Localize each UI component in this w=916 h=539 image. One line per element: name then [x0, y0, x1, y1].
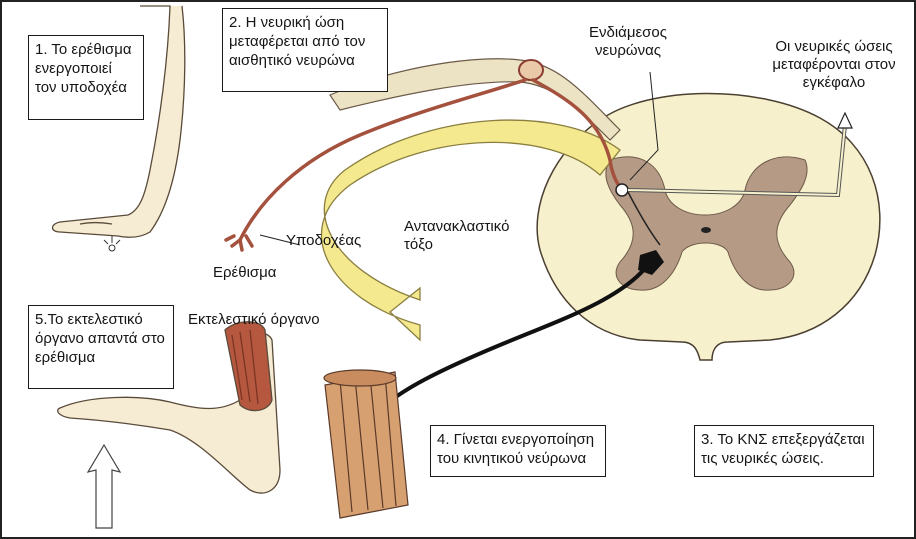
receptor-label: Υποδοχέας: [286, 232, 361, 250]
step1-box: 1. Το ερέθισμα ενεργοποιεί τον υποδοχέα: [28, 35, 144, 120]
stimulus-label: Ερέθισμα: [213, 264, 276, 282]
step2-box: 2. Η νευρική ώση μεταφέρεται από τον αισ…: [222, 8, 388, 92]
effector-label: Εκτελεστικό όργανο: [188, 311, 320, 329]
stimulus-point-icon: [104, 236, 120, 251]
stimulus-response-arrow: [88, 445, 120, 528]
muscle-bundle: [324, 370, 408, 518]
step4-box: 4. Γίνεται ενεργοποίηση του κινητικού νε…: [430, 425, 606, 477]
to-brain-label: Οι νευρικές ώσεις μεταφέρονται στον εγκέ…: [758, 38, 910, 92]
step5-box: 5.Το εκτελεστικό όργανο απαντά στο ερέθι…: [28, 305, 174, 389]
step3-box: 3. Το ΚΝΣ επεξεργάζεται τις νευρικές ώσε…: [694, 425, 874, 477]
interneuron-label: Ενδιάμεσος νευρώνας: [578, 24, 678, 60]
reflex-arc-label: Αντανακλαστικό τόξο: [404, 218, 514, 254]
